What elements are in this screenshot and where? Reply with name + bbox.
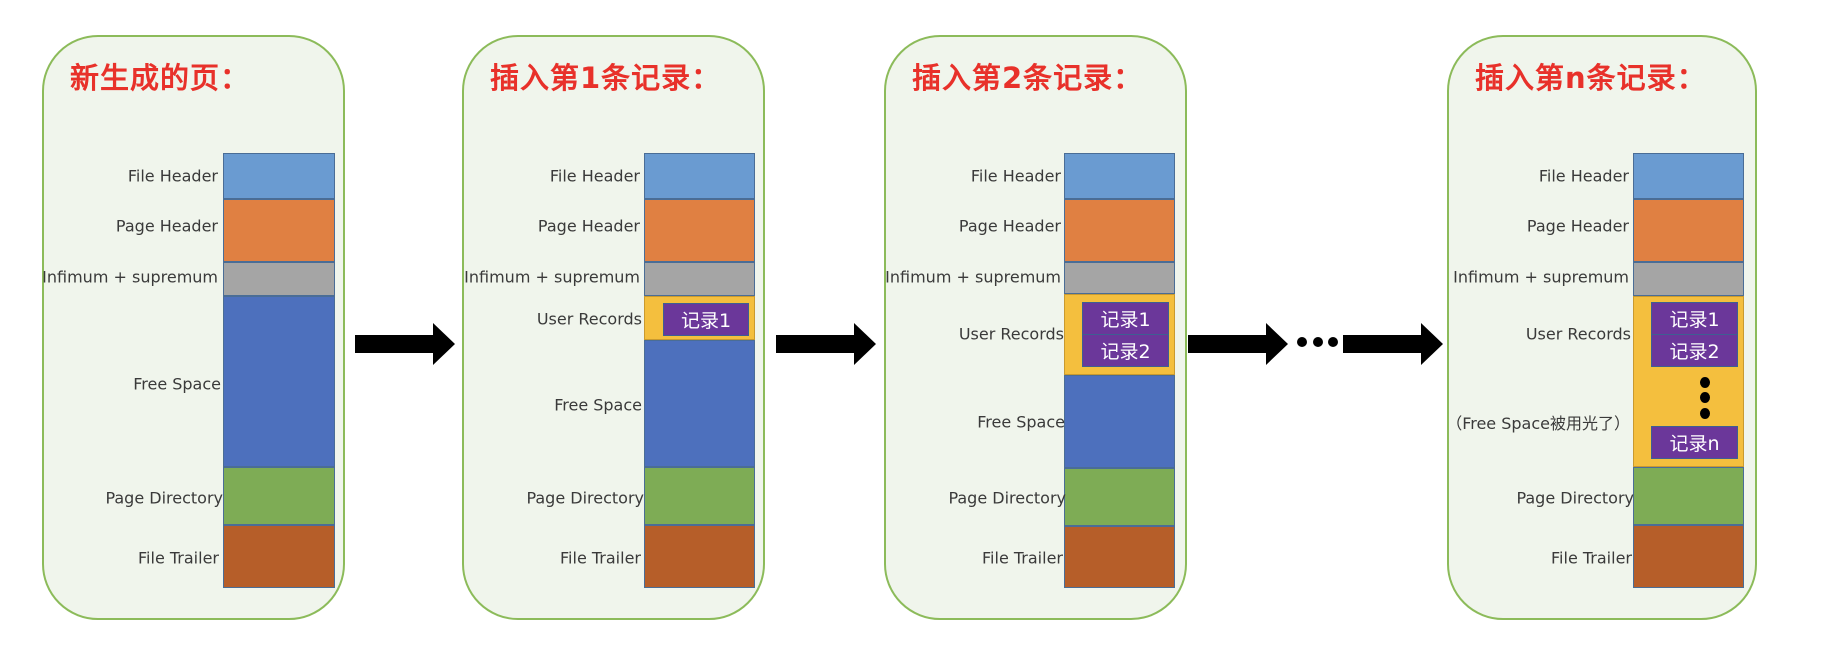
- label-page-directory: Page Directory: [526, 488, 644, 508]
- label-infimum-supremum: Infimum + supremum: [42, 267, 218, 287]
- panel-title: 插入第2条记录：: [912, 61, 1144, 95]
- label-page-header: Page Header: [537, 216, 640, 236]
- segment-free-space: [644, 340, 755, 467]
- segment-infimum-supremum: [223, 262, 335, 296]
- panel-title: 插入第n条记录：: [1475, 61, 1707, 95]
- label-file-header: File Header: [1538, 166, 1629, 186]
- vertical-ellipsis-dot: [1700, 377, 1710, 388]
- label-file-header: File Header: [970, 166, 1061, 186]
- segment-infimum-supremum: [1633, 262, 1744, 296]
- label-file-trailer: File Trailer: [982, 548, 1063, 568]
- segment-page-directory: [223, 467, 335, 525]
- panel-title: 插入第1条记录：: [490, 61, 722, 95]
- segment-page-directory: [1633, 467, 1744, 525]
- segment-file-trailer: [223, 525, 335, 588]
- label-infimum-supremum: Infimum + supremum: [885, 267, 1061, 287]
- ellipsis-icon: [1297, 337, 1338, 347]
- label-free-space: Free Space: [133, 374, 221, 394]
- segment-page-header: [1064, 199, 1175, 262]
- record-1: 记录1: [1082, 302, 1169, 335]
- segment-free-space: [1064, 375, 1175, 468]
- panel-title: 新生成的页：: [70, 61, 251, 95]
- label-page-header: Page Header: [1526, 216, 1629, 236]
- arrow-right-icon: [776, 323, 876, 365]
- label-file-trailer: File Trailer: [1551, 548, 1632, 568]
- vertical-ellipsis-dot: [1700, 392, 1710, 403]
- segment-page-header: [1633, 199, 1744, 262]
- label-page-directory: Page Directory: [105, 488, 223, 508]
- segment-file-header: [1633, 153, 1744, 199]
- label-free-space: Free Space: [554, 395, 642, 415]
- segment-file-trailer: [1064, 526, 1175, 588]
- segment-page-header: [223, 199, 335, 262]
- segment-infimum-supremum: [644, 262, 755, 296]
- label-free-space: Free Space: [977, 412, 1065, 432]
- arrow-right-icon: [355, 323, 455, 365]
- label-free-space-used-up: （Free Space被用光了）: [1446, 414, 1630, 433]
- label-user-records: User Records: [536, 309, 642, 329]
- segment-file-header: [1064, 153, 1175, 199]
- segment-page-header: [644, 199, 755, 262]
- segment-file-trailer: [1633, 525, 1744, 588]
- label-infimum-supremum: Infimum + supremum: [464, 267, 640, 287]
- segment-file-trailer: [644, 525, 755, 588]
- segment-file-header: [223, 153, 335, 199]
- label-file-header: File Header: [127, 166, 218, 186]
- label-page-directory: Page Directory: [948, 488, 1066, 508]
- segment-infimum-supremum: [1064, 262, 1175, 294]
- label-user-records: User Records: [1525, 324, 1631, 344]
- label-infimum-supremum: Infimum + supremum: [1453, 267, 1629, 287]
- segment-file-header: [644, 153, 755, 199]
- vertical-ellipsis-dot: [1700, 408, 1710, 419]
- label-page-directory: Page Directory: [1516, 488, 1634, 508]
- record-1: 记录1: [1651, 302, 1738, 335]
- arrow-right-icon: [1188, 323, 1288, 365]
- label-user-records: User Records: [958, 324, 1064, 344]
- arrow-right-icon: [1343, 323, 1443, 365]
- record-1: 记录1: [663, 303, 749, 336]
- label-page-header: Page Header: [958, 216, 1061, 236]
- label-file-trailer: File Trailer: [138, 548, 219, 568]
- record-2: 记录2: [1651, 334, 1738, 367]
- record-n: 记录n: [1651, 426, 1738, 459]
- segment-page-directory: [644, 467, 755, 525]
- segment-page-directory: [1064, 468, 1175, 526]
- segment-free-space: [223, 296, 335, 467]
- label-file-trailer: File Trailer: [560, 548, 641, 568]
- label-file-header: File Header: [549, 166, 640, 186]
- record-2: 记录2: [1082, 334, 1169, 367]
- label-page-header: Page Header: [115, 216, 218, 236]
